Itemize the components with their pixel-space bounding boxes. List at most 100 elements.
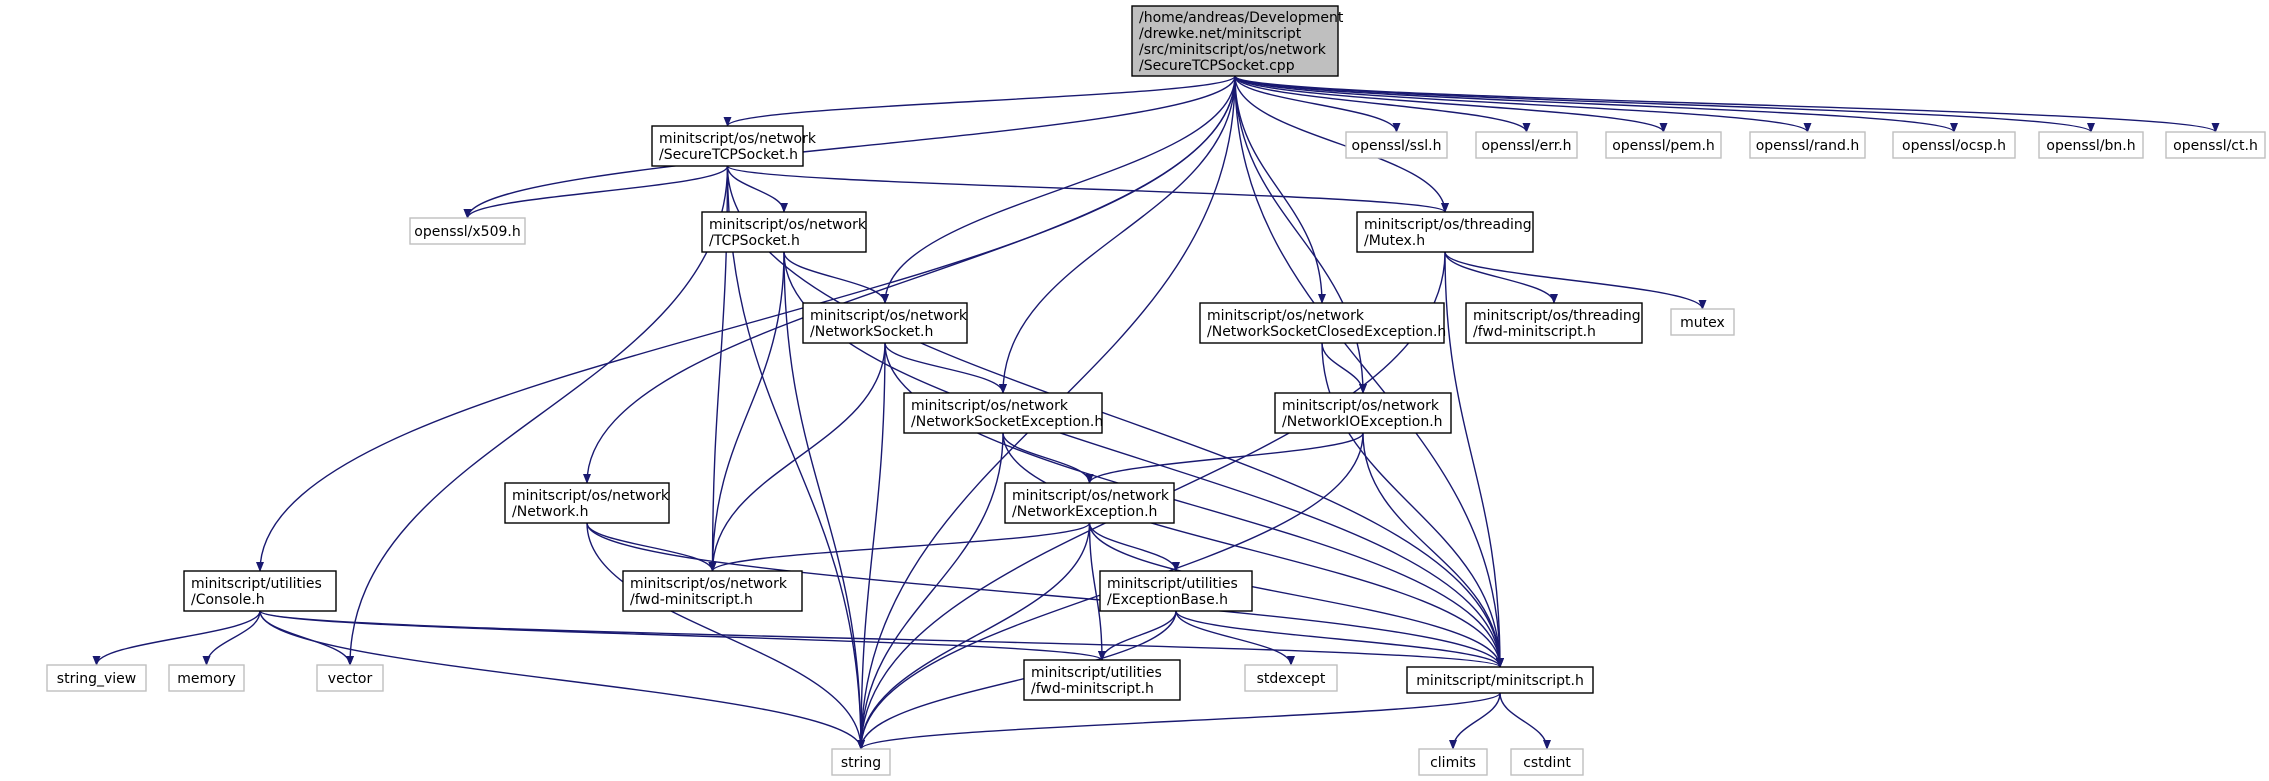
node-console-h[interactable]: minitscript/utilities/Console.h (183, 570, 337, 612)
node-box (1406, 666, 1594, 694)
node-openssl-ssl: openssl/ssl.h (1345, 131, 1448, 159)
node-label-line: /TCPSocket.h (709, 233, 800, 249)
edge-tcpsocket_h-to-networksocket_h (783, 251, 889, 304)
node-root[interactable]: /home/andreas/Development/drewke.net/min… (1131, 5, 1344, 77)
node-securetcp-h[interactable]: minitscript/os/network/SecureTCPSocket.h (651, 125, 817, 167)
node-box (409, 217, 526, 245)
node-memory: memory (168, 664, 245, 692)
edge-root-to-openssl_pem (1234, 75, 1668, 133)
node-openssl-ct: openssl/ct.h (2165, 131, 2266, 159)
edge-root-to-openssl_x509 (463, 75, 1236, 219)
node-string: string (831, 748, 891, 776)
node-label-line: /Console.h (191, 592, 265, 608)
edge-root-to-nsexc_h (999, 75, 1236, 394)
node-box (1892, 131, 2016, 159)
edge-root-to-openssl_rand (1234, 75, 1812, 133)
edge-securetcp_h-to-tcpsocket_h (726, 165, 788, 213)
node-minitscript-h[interactable]: minitscript/minitscript.h (1406, 666, 1594, 694)
edge-nexc_h-to-utilities_fwd_h (1088, 522, 1106, 661)
node-box (1023, 659, 1181, 701)
node-tcpsocket-h[interactable]: minitscript/os/network/TCPSocket.h (701, 211, 867, 253)
node-network-h[interactable]: minitscript/os/network/Network.h (504, 482, 670, 524)
node-label-line: memory (177, 671, 236, 687)
node-nsexc-h[interactable]: minitscript/os/network/NetworkSocketExce… (903, 392, 1103, 434)
node-box (1199, 302, 1445, 344)
node-box (1465, 302, 1643, 344)
node-label-line: minitscript/utilities (191, 576, 322, 592)
edge-securetcp_h-to-minitscript_h (726, 165, 1504, 668)
node-excbase-h[interactable]: minitscript/utilities/ExceptionBase.h (1099, 570, 1253, 612)
node-label-line: /NetworkSocket.h (810, 324, 933, 340)
node-label-line: /NetworkSocketException.h (911, 414, 1103, 430)
node-mutex: mutex (1670, 308, 1735, 336)
node-box (2165, 131, 2266, 159)
node-box (651, 125, 804, 167)
node-label-line: mutex (1680, 315, 1725, 331)
node-label-line: minitscript/os/network (630, 576, 788, 592)
node-nexc-h[interactable]: minitscript/os/network/NetworkException.… (1004, 482, 1175, 524)
edge-root-to-openssl_ocsp (1234, 75, 1958, 133)
node-box (1131, 5, 1339, 77)
node-label-line: minitscript/os/network (659, 131, 817, 147)
node-label-line: /fwd-minitscript.h (1473, 324, 1596, 340)
edge-nsclosedexc_h-to-nioexc_h (1321, 342, 1367, 394)
edge-root-to-networksocket_h (881, 75, 1236, 304)
node-box (622, 570, 803, 612)
node-label-line: /Mutex.h (1364, 233, 1425, 249)
node-box (1244, 664, 1338, 692)
node-label-line: vector (328, 671, 373, 687)
edge-minitscript_h-to-climits (1449, 692, 1501, 750)
node-label-line: openssl/ocsp.h (1902, 138, 2006, 154)
edge-nsexc_h-to-nexc_h (1002, 432, 1094, 484)
node-label-line: openssl/ct.h (2173, 138, 2258, 154)
edge-network_h-to-string (586, 522, 865, 750)
edge-root-to-minitscript_h (1234, 75, 1504, 668)
edge-root-to-openssl_ct (1234, 75, 2220, 133)
node-box (903, 392, 1103, 434)
node-stdexcept: stdexcept (1244, 664, 1338, 692)
node-label-line: openssl/pem.h (1612, 138, 1715, 154)
edge-layer (92, 75, 2220, 750)
node-layer: /home/andreas/Development/drewke.net/min… (46, 5, 2266, 776)
node-box (46, 664, 147, 692)
node-label-line: minitscript/os/threading (1473, 308, 1641, 324)
edge-excbase_h-to-utilities_fwd_h (1098, 610, 1177, 661)
edge-root-to-mutex_h (1234, 75, 1449, 213)
node-label-line: climits (1430, 755, 1476, 771)
edge-mutex_h-to-mutex (1444, 251, 1707, 310)
edge-networksocket_h-to-string (857, 342, 886, 750)
node-label-line: cstdint (1523, 755, 1571, 771)
node-openssl-ocsp: openssl/ocsp.h (1892, 131, 2016, 159)
node-networksocket-h[interactable]: minitscript/os/network/NetworkSocket.h (802, 302, 968, 344)
node-openssl-x509: openssl/x509.h (409, 217, 526, 245)
node-label-line: minitscript/os/network (1282, 398, 1440, 414)
edge-root-to-openssl_ssl (1234, 75, 1401, 133)
node-box (701, 211, 867, 253)
node-box (1670, 308, 1735, 336)
node-label-line: minitscript/os/threading (1364, 217, 1532, 233)
edge-nexc_h-to-minitscript_h (1088, 522, 1504, 668)
edge-excbase_h-to-stdexcept (1175, 610, 1295, 666)
edge-root-to-openssl_err (1234, 75, 1531, 133)
node-box (504, 482, 670, 524)
node-nsclosedexc-h[interactable]: minitscript/os/network/NetworkSocketClos… (1199, 302, 1446, 344)
node-box (1004, 482, 1175, 524)
node-utilities-fwd-h[interactable]: minitscript/utilities/fwd-minitscript.h (1023, 659, 1181, 701)
node-box (2038, 131, 2144, 159)
node-nioexc-h[interactable]: minitscript/os/network/NetworkIOExceptio… (1274, 392, 1452, 434)
node-box (1099, 570, 1253, 612)
edge-nsexc_h-to-minitscript_h (1002, 432, 1504, 668)
node-label-line: openssl/err.h (1481, 138, 1571, 154)
node-label-line: /home/andreas/Development (1139, 10, 1344, 26)
edge-console_h-to-minitscript_h (259, 610, 1504, 668)
node-network-fwd-h[interactable]: minitscript/os/network/fwd-minitscript.h (622, 570, 803, 612)
edge-excbase_h-to-minitscript_h (1175, 610, 1504, 668)
node-label-line: /NetworkSocketClosedException.h (1207, 324, 1446, 340)
node-threading-fwd-h[interactable]: minitscript/os/threading/fwd-minitscript… (1465, 302, 1643, 344)
node-label-line: /NetworkException.h (1012, 504, 1157, 520)
edge-tcpsocket_h-to-network_fwd_h (708, 251, 785, 572)
node-openssl-pem: openssl/pem.h (1605, 131, 1722, 159)
node-openssl-bn: openssl/bn.h (2038, 131, 2144, 159)
edge-root-to-openssl_bn (1234, 75, 2095, 133)
node-mutex-h[interactable]: minitscript/os/threading/Mutex.h (1356, 211, 1534, 253)
